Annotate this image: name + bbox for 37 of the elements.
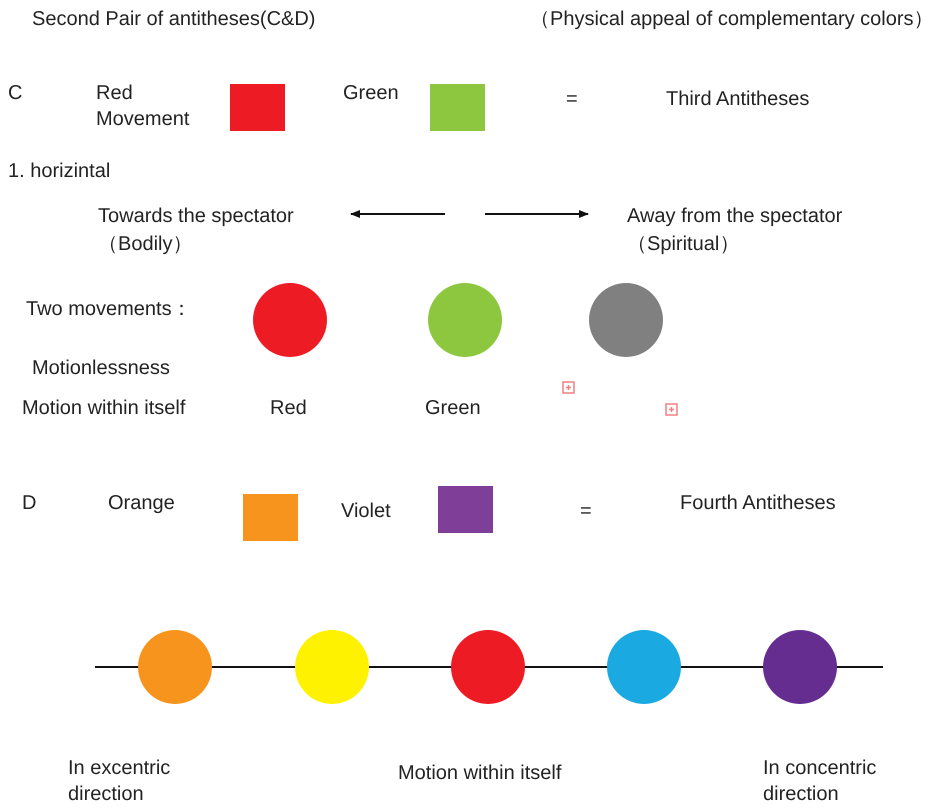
color-swatch [438, 486, 493, 533]
row-label: Motion within itself [22, 396, 186, 421]
color-circle [451, 630, 525, 704]
color-label: Green [425, 396, 481, 421]
color-circle [253, 283, 327, 357]
equals-sign: = [566, 87, 578, 112]
color-circle [607, 630, 681, 704]
scale-label: Motion within itself [398, 761, 562, 786]
color-label: Red [270, 396, 307, 421]
color-label: Green [343, 81, 399, 106]
section-heading: 1. horizintal [8, 159, 110, 184]
direction-note: （Bodily） [98, 232, 192, 257]
scale-label: In concentric direction [763, 756, 878, 807]
color-label: Red Movement [96, 81, 190, 132]
equals-sign: = [580, 499, 592, 524]
subtitle: （Physical appeal of complementary colors） [530, 7, 934, 32]
antithesis-label: Third Antitheses [666, 87, 810, 112]
title: Second Pair of antitheses(C&D) [32, 7, 316, 32]
color-circle [138, 630, 212, 704]
direction-label: Away from the spectator [627, 204, 842, 229]
color-label: Violet [341, 499, 391, 524]
color-circle [763, 630, 837, 704]
color-circle [428, 283, 502, 357]
row-label: Two movements： [26, 297, 192, 322]
color-swatch [243, 494, 298, 541]
scale-label: In excentric direction [68, 756, 172, 807]
color-swatch [230, 84, 285, 131]
color-circle [295, 630, 369, 704]
row-label: Motionlessness [32, 356, 170, 381]
color-circle [589, 283, 663, 357]
color-swatch [430, 84, 485, 131]
row-letter: C [8, 81, 22, 106]
color-label: Orange [108, 491, 175, 516]
antithesis-label: Fourth Antitheses [680, 491, 836, 516]
direction-label: Towards the spectator [98, 204, 294, 229]
row-letter: D [22, 491, 36, 516]
direction-note: （Spiritual） [627, 232, 740, 257]
